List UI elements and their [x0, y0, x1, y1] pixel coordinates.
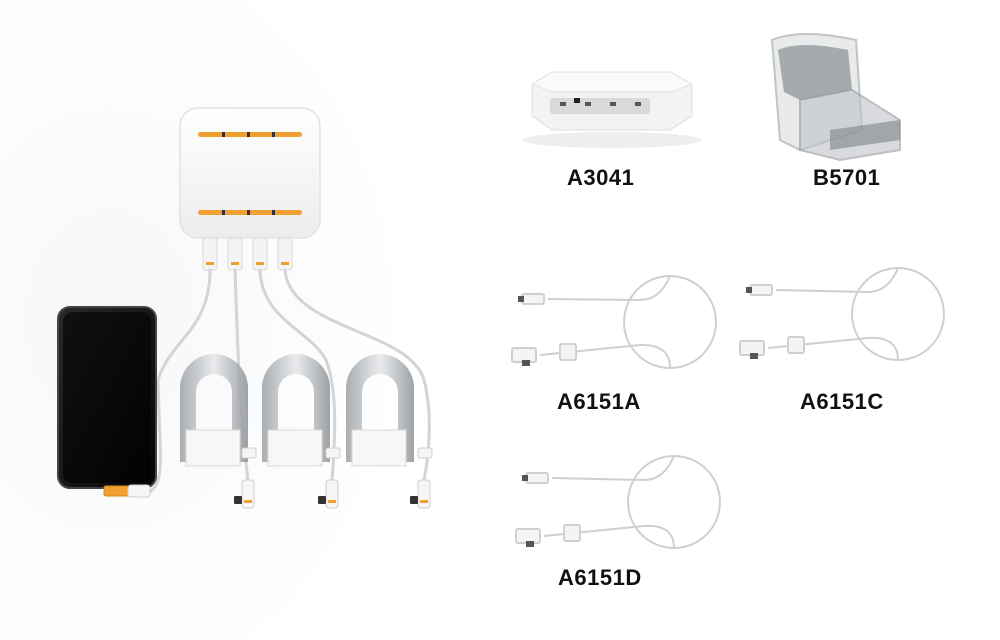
cable-4	[283, 268, 431, 482]
cable-1	[156, 268, 212, 382]
product-label-a3041: A3041	[567, 165, 635, 190]
cable-phone	[116, 378, 162, 496]
product-a6151c-image	[739, 267, 945, 361]
product-a6151a-image	[511, 275, 717, 369]
product-label-b5701: B5701	[813, 165, 881, 190]
hub-system-illustration	[57, 107, 433, 509]
product-label-a6151d: A6151D	[558, 565, 642, 590]
hub-body	[179, 107, 321, 239]
acrylic-stand-3	[346, 354, 414, 467]
product-label-a6151a: A6151A	[557, 389, 641, 414]
product-b5701-image	[770, 33, 901, 162]
cable-3	[258, 268, 337, 482]
product-label-a6151c: A6151C	[800, 389, 884, 414]
product-a3041-image	[522, 71, 702, 148]
acrylic-stand-1	[180, 354, 248, 467]
acrylic-stand-2	[262, 354, 330, 467]
product-a6151d-image	[515, 455, 721, 549]
